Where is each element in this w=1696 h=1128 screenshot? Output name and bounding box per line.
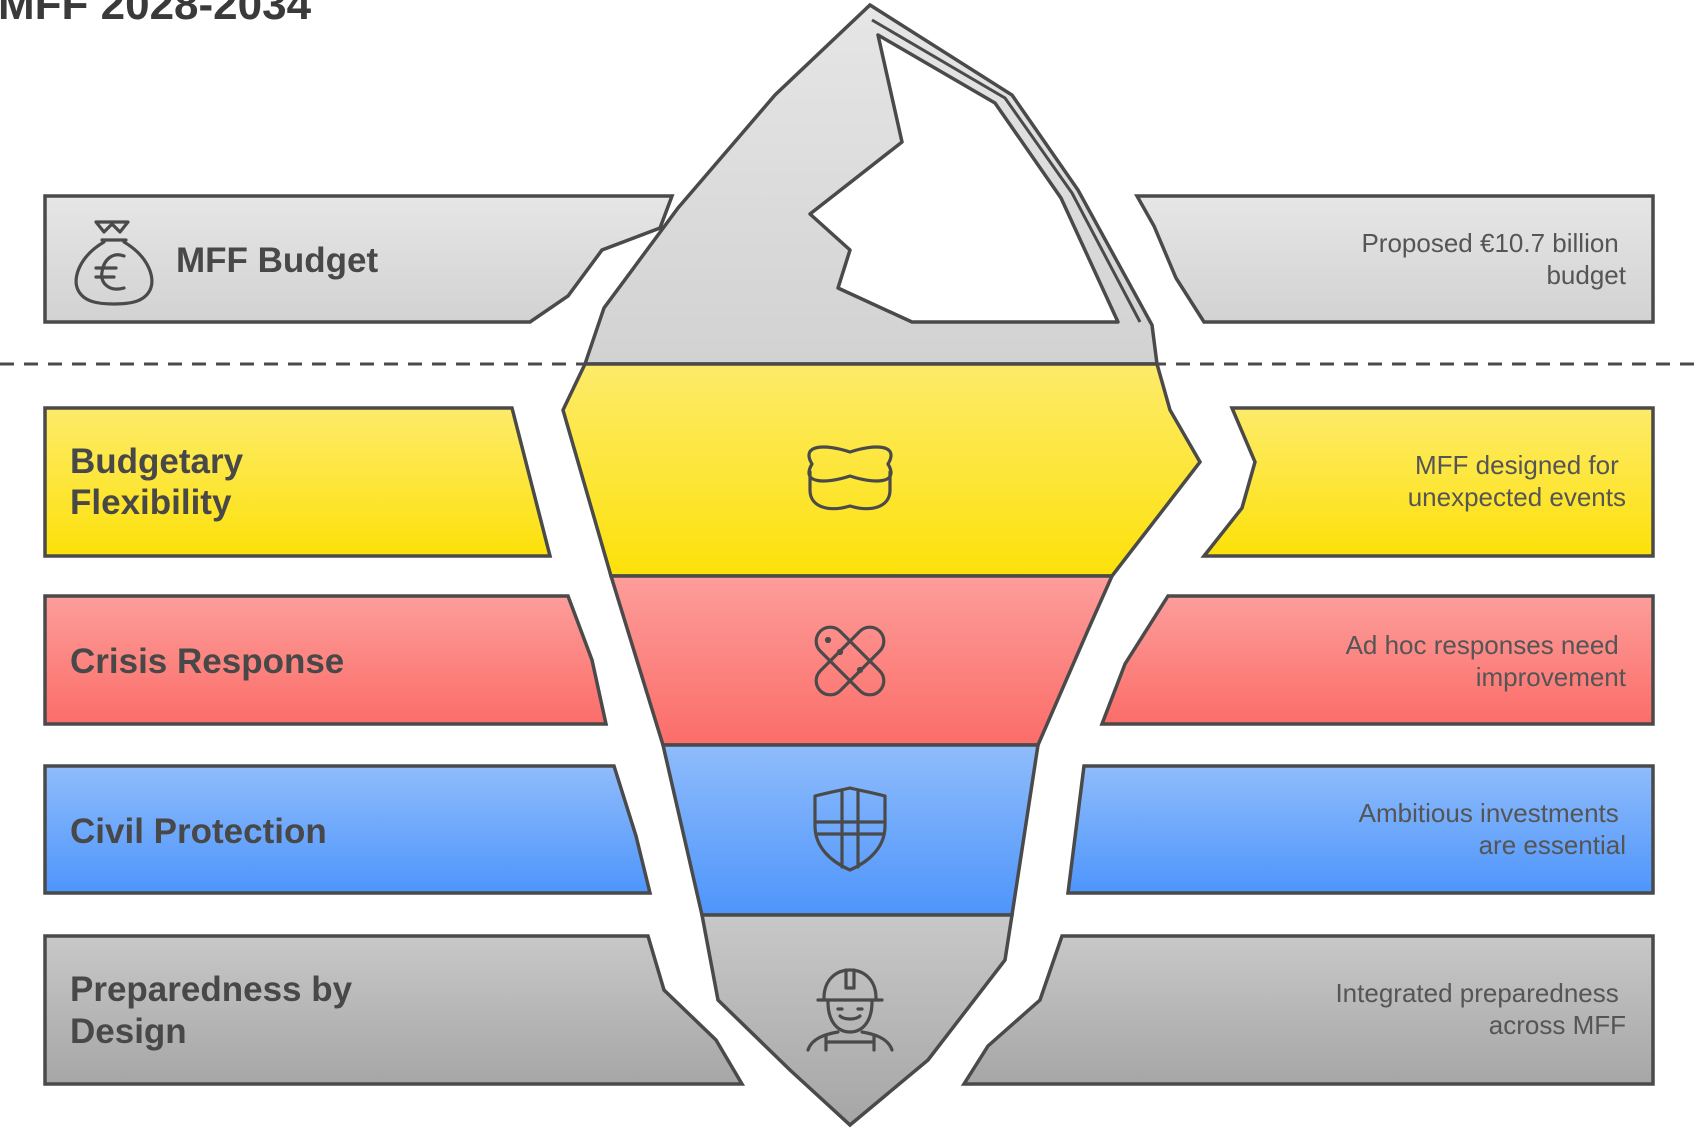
desc-panel-preparedness bbox=[960, 934, 1655, 1086]
desc-panel-budgetary-flexibility bbox=[1200, 406, 1655, 558]
iceberg-band-preparedness bbox=[699, 913, 1015, 1128]
iceberg-band-crisis bbox=[608, 574, 1115, 747]
desc-panel-civil-protection bbox=[1066, 764, 1655, 895]
page-title: MFF 2028-2034 bbox=[0, 0, 312, 29]
rescue-worker-icon bbox=[806, 968, 894, 1052]
desc-panel-crisis-response bbox=[1099, 594, 1655, 726]
iceberg-ridge-line bbox=[871, 18, 1142, 323]
layer-desc-civil-protection: Ambitious investments are essential bbox=[1359, 798, 1626, 860]
crossed-bandages-icon bbox=[814, 625, 886, 697]
label-panel-crisis-response bbox=[43, 594, 609, 726]
label-panel-civil-protection bbox=[43, 764, 653, 895]
layer-label-civil-protection: Civil Protection bbox=[70, 812, 327, 851]
flexible-band-icon bbox=[807, 445, 893, 511]
label-panel-budgetary-flexibility bbox=[43, 406, 553, 558]
iceberg-snow-cap bbox=[808, 33, 1120, 324]
iceberg-band-flexibility bbox=[561, 362, 1203, 578]
layer-desc-preparedness: Integrated preparedness across MFF bbox=[1335, 978, 1626, 1040]
layer-label-crisis-response: Crisis Response bbox=[70, 642, 344, 681]
layer-label-budgetary-flexibility: Budgetary Flexibility bbox=[70, 442, 253, 522]
layer-label-preparedness: Preparedness by Design bbox=[70, 970, 362, 1051]
label-panel-preparedness bbox=[43, 934, 746, 1086]
money-bag-euro-icon bbox=[74, 220, 154, 306]
iceberg-band-civil-protection bbox=[660, 743, 1041, 917]
layer-desc-crisis-response: Ad hoc responses need improvement bbox=[1346, 630, 1627, 692]
layer-desc-budgetary-flexibility: MFF designed for unexpected events bbox=[1408, 450, 1626, 512]
shield-cross-icon bbox=[813, 786, 887, 872]
label-panel-mff-budget bbox=[43, 194, 675, 324]
layer-desc-mff-budget: Proposed €10.7 billion budget bbox=[1361, 228, 1626, 290]
layer-label-mff-budget: MFF Budget bbox=[176, 241, 379, 280]
desc-panel-mff-budget bbox=[1133, 194, 1655, 324]
